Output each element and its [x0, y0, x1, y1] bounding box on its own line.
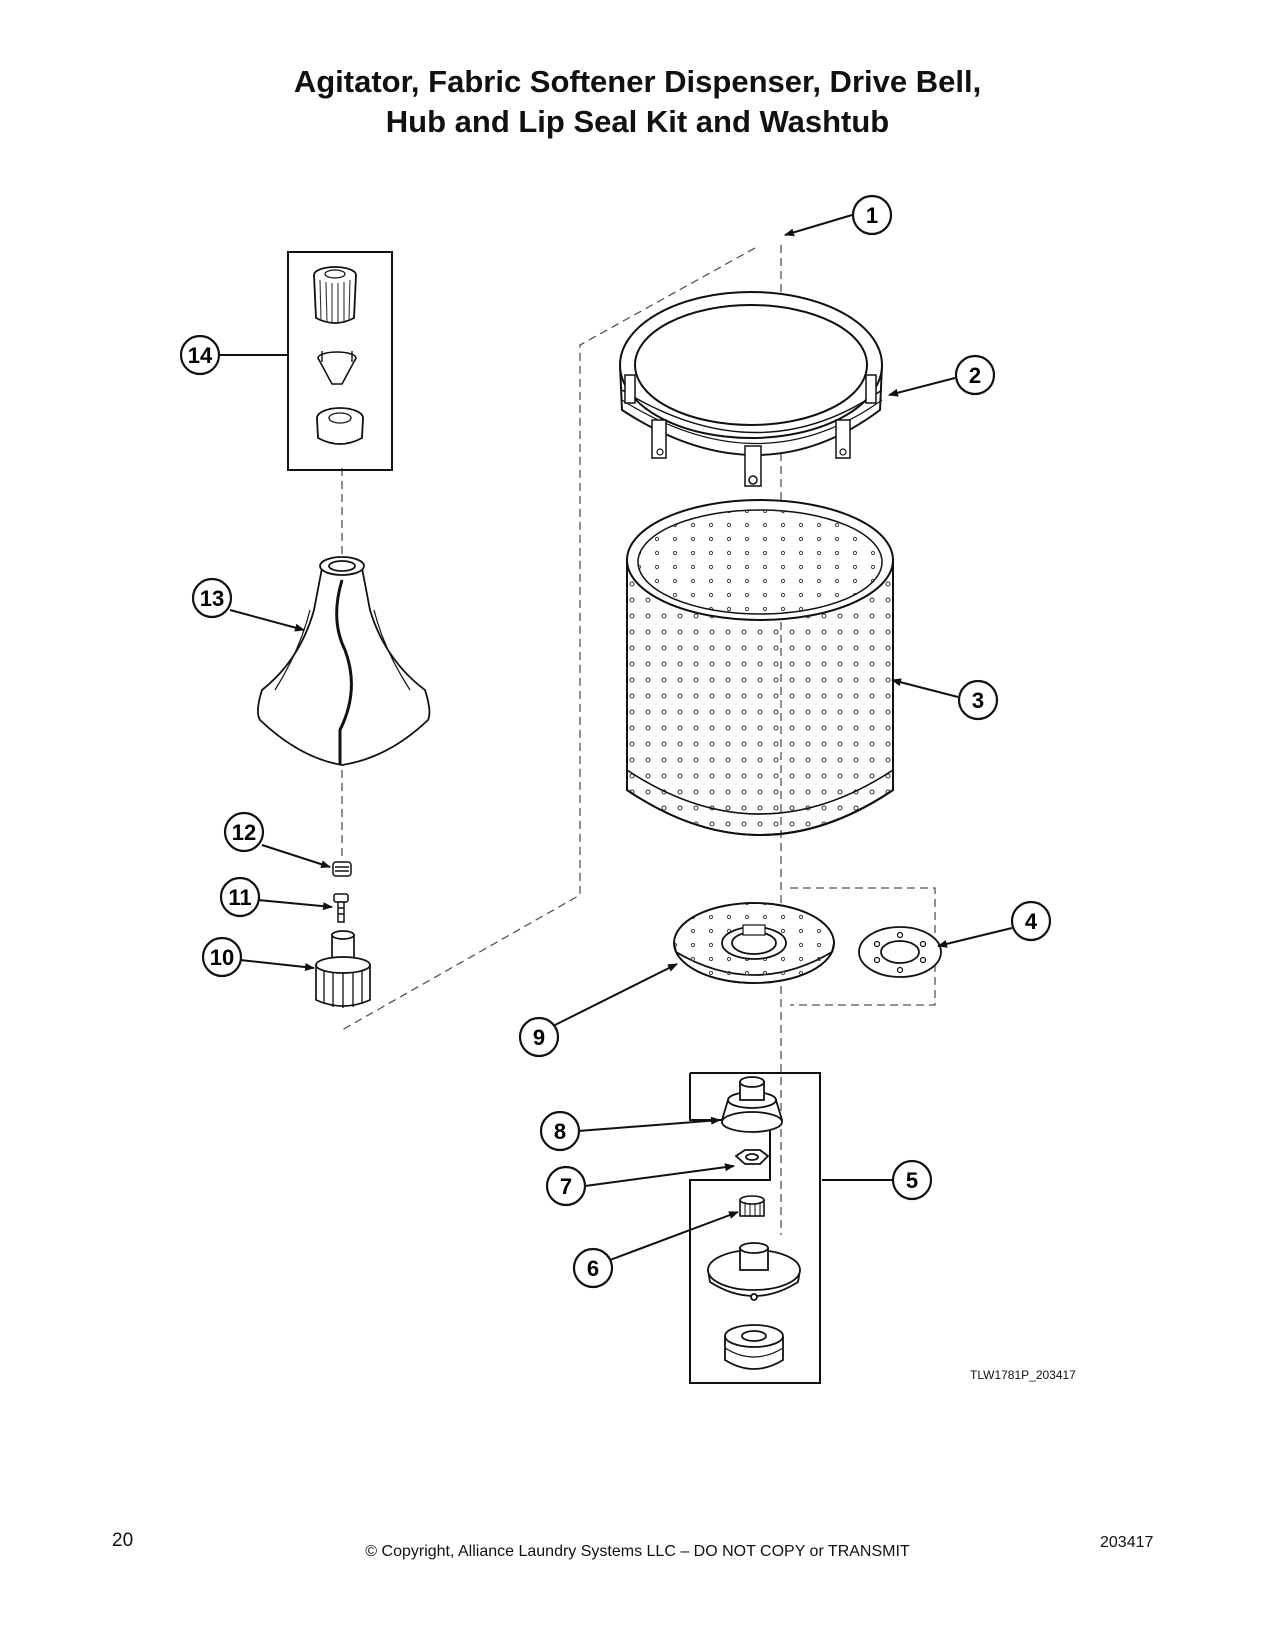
- callout-6: 6: [572, 1247, 614, 1289]
- callout-label-13: 13: [200, 586, 224, 611]
- callout-label-11: 11: [228, 885, 251, 910]
- part-12-cap: [332, 861, 352, 877]
- part-13-agitator: [257, 556, 431, 766]
- leader-13: [229, 609, 305, 632]
- callout-10: 10: [201, 936, 243, 978]
- leader-6: [609, 1211, 739, 1261]
- drawing-code: TLW1781P_203417: [970, 1368, 1076, 1382]
- seal-kit-dashed-box: [790, 887, 936, 1006]
- leader-7: [584, 1163, 735, 1187]
- callout-label-5: 5: [906, 1168, 918, 1193]
- callout-label-8: 8: [554, 1119, 566, 1144]
- part-4-gasket: [858, 926, 942, 978]
- leader-lines: [219, 214, 1013, 1261]
- title-line-1: Agitator, Fabric Softener Dispenser, Dri…: [293, 64, 982, 99]
- part-10-drive-bell: [315, 930, 371, 1008]
- callout-label-2: 2: [969, 363, 981, 388]
- hub-housing: [707, 1242, 801, 1301]
- page-number: 20: [112, 1530, 134, 1551]
- leader-11: [257, 899, 333, 911]
- lower-bearing-cup: [724, 1324, 784, 1370]
- part-8-seal: [720, 1076, 784, 1133]
- leader-9: [554, 963, 678, 1026]
- callout-9: 9: [518, 1016, 560, 1058]
- agitator-dashed-connector: [341, 247, 756, 1031]
- document-number: 203417: [1100, 1534, 1154, 1551]
- leader-8: [577, 1116, 721, 1132]
- leader-2: [888, 377, 956, 397]
- title-line-2: Hub and Lip Seal Kit and Washtub: [385, 104, 890, 139]
- callout-7: 7: [545, 1165, 587, 1207]
- callout-label-10: 10: [210, 945, 234, 970]
- callout-14: 14: [179, 334, 221, 376]
- callout-1: 1: [851, 194, 893, 236]
- callout-label-3: 3: [972, 688, 984, 713]
- leader-4: [937, 927, 1013, 948]
- callout-label-6: 6: [587, 1256, 599, 1281]
- leader-3: [891, 678, 959, 698]
- leader-10: [239, 959, 315, 972]
- callout-label-12: 12: [232, 820, 256, 845]
- leader-1: [784, 214, 853, 237]
- callout-5: 5: [891, 1159, 933, 1201]
- callout-13: 13: [191, 577, 233, 619]
- part-3-washtub: [626, 499, 894, 836]
- callout-label-9: 9: [533, 1025, 545, 1050]
- part-6-bearing: [739, 1195, 765, 1217]
- callout-12: 12: [223, 811, 265, 853]
- copyright-notice: © Copyright, Alliance Laundry Systems LL…: [365, 1543, 910, 1560]
- page-title: Agitator, Fabric Softener Dispenser, Dri…: [0, 62, 1275, 142]
- callout-markers: 1 2 3 4 5 6 7 8 9 10 11 12 13 14: [179, 194, 1052, 1289]
- callout-4: 4: [1010, 900, 1052, 942]
- callout-label-7: 7: [560, 1174, 572, 1199]
- part-7-nut: [734, 1149, 770, 1165]
- part-9-hub-plate: [673, 902, 835, 984]
- callout-3: 3: [957, 679, 999, 721]
- part-11-bolt: [333, 893, 349, 923]
- callout-8: 8: [539, 1110, 581, 1152]
- part-2-balance-ring: [619, 291, 883, 487]
- part-14-fabric-softener-dispenser: [287, 251, 393, 471]
- callout-label-14: 14: [188, 343, 213, 368]
- callout-2: 2: [954, 354, 996, 396]
- leader-12: [261, 844, 331, 869]
- callout-label-1: 1: [866, 203, 878, 228]
- callout-label-4: 4: [1025, 909, 1038, 934]
- callout-11: 11: [219, 876, 261, 918]
